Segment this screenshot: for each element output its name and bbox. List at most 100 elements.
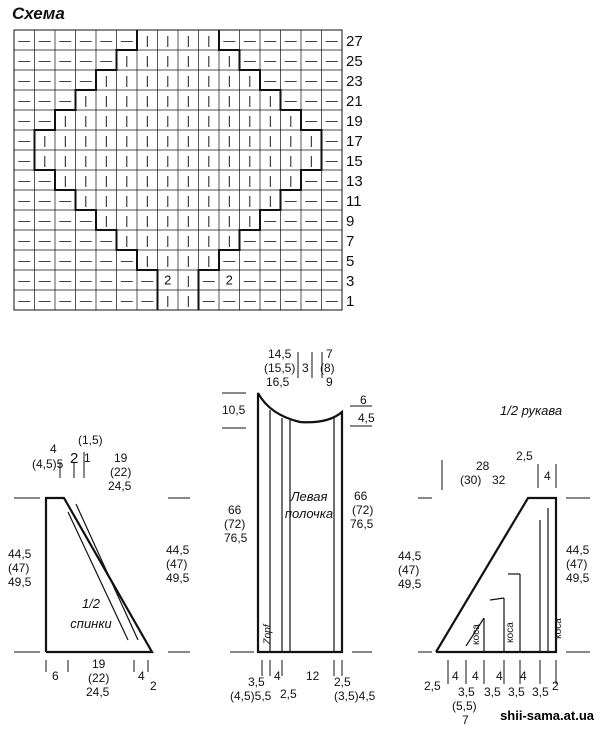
front-piece — [222, 352, 372, 676]
sleeve-right-height-2: (47) — [566, 557, 588, 571]
stitch-cell: | — [269, 94, 272, 108]
stitch-cell: — — [264, 234, 276, 248]
stitch-cell: | — [310, 154, 313, 168]
front-top-15-5: (15,5) — [264, 361, 296, 375]
stitch-cell: | — [228, 94, 231, 108]
stitch-cell: | — [248, 114, 251, 128]
front-bottom-3-5-4-5: (3,5)4,5 — [334, 689, 376, 703]
sleeve-bottom-2-5: 2,5 — [424, 679, 441, 693]
stitch-cell: | — [43, 154, 46, 168]
stitch-cell: | — [166, 94, 169, 108]
stitch-cell: — — [121, 34, 133, 48]
stitch-cell: | — [105, 194, 108, 208]
stitch-cell: | — [248, 74, 251, 88]
front-left-height-3: 76,5 — [224, 531, 248, 545]
front-top-9: 9 — [326, 375, 333, 389]
front-bottom-2-5b: 2,5 — [334, 675, 351, 689]
chart-title: Схема — [12, 4, 65, 23]
stitch-cell: — — [80, 254, 92, 268]
stitch-cell: — — [285, 54, 297, 68]
front-top-8: (8) — [320, 361, 335, 375]
stitch-cell: — — [100, 274, 112, 288]
back-top-label-19: 19 — [114, 451, 128, 465]
stitch-cell: — — [305, 294, 317, 308]
stitch-cell: | — [207, 34, 210, 48]
stitch-cell: | — [187, 234, 190, 248]
stitch-cell: | — [125, 194, 128, 208]
sleeve-bottom-3-5b: 3,5 — [484, 685, 501, 699]
stitch-cell: — — [305, 254, 317, 268]
stitch-cell: | — [64, 154, 67, 168]
stitch-cell: | — [228, 154, 231, 168]
stitch-cell: | — [207, 194, 210, 208]
diamond-outline-left — [33, 30, 159, 310]
stitch-cell: — — [80, 54, 92, 68]
stitch-cell: | — [125, 54, 128, 68]
sleeve-bottom-5-5: (5,5) — [452, 699, 477, 713]
row-number: 23 — [346, 73, 363, 90]
stitch-cell: — — [39, 294, 51, 308]
sleeve-kosa-3: коса — [552, 618, 564, 639]
stitch-cell: — — [264, 274, 276, 288]
stitch-cell: | — [207, 174, 210, 188]
stitch-cell: — — [326, 254, 338, 268]
sleeve-bottom-7: 7 — [462, 713, 469, 727]
stitch-cell: — — [305, 94, 317, 108]
stitch-cell: | — [105, 214, 108, 228]
stitch-cell: | — [146, 34, 149, 48]
stitch-cell: — — [18, 274, 30, 288]
stitch-cell: — — [18, 54, 30, 68]
stitch-cell: | — [187, 54, 190, 68]
stitch-cell: — — [305, 54, 317, 68]
stitch-cell: — — [285, 234, 297, 248]
stitch-cell: — — [326, 174, 338, 188]
front-top-14-5: 14,5 — [268, 347, 292, 361]
stitch-cell: — — [39, 194, 51, 208]
sleeve-bottom-4c: 4 — [496, 669, 503, 683]
stitch-cell: | — [269, 154, 272, 168]
stitch-cell: — — [18, 214, 30, 228]
stitch-cell: — — [18, 34, 30, 48]
stitch-cell: | — [248, 194, 251, 208]
stitch-cell: | — [146, 114, 149, 128]
sleeve-top-30: (30) — [460, 473, 482, 487]
back-bottom-4: 4 — [138, 669, 145, 683]
stitch-cell: | — [187, 154, 190, 168]
stitch-cell: — — [264, 254, 276, 268]
stitch-cell: | — [166, 234, 169, 248]
sleeve-bottom-4d: 4 — [520, 669, 527, 683]
stitch-cell: | — [125, 214, 128, 228]
stitch-cell: — — [80, 234, 92, 248]
stitch-cell: | — [207, 74, 210, 88]
stitch-cell: — — [18, 134, 30, 148]
stitch-cell: — — [100, 54, 112, 68]
sleeve-kosa-1: коса — [470, 624, 482, 645]
diamond-outline-right — [197, 30, 323, 310]
stitch-cell: — — [326, 134, 338, 148]
sleeve-piece-label: 1/2 рукава — [500, 403, 563, 418]
stitch-cell: | — [187, 254, 190, 268]
row-number: 7 — [346, 233, 354, 250]
stitch-cell: | — [84, 154, 87, 168]
stitch-cell: — — [305, 74, 317, 88]
stitch-cell: | — [248, 154, 251, 168]
stitch-cell: | — [146, 214, 149, 228]
stitch-cell: | — [146, 234, 149, 248]
stitch-cell: | — [207, 234, 210, 248]
stitch-cell: 2 — [164, 273, 171, 288]
stitch-cell: | — [187, 74, 190, 88]
stitch-cell: — — [59, 294, 71, 308]
back-top-label-24-5: 24,5 — [108, 479, 132, 493]
stitch-cell: — — [141, 274, 153, 288]
sleeve-top-28: 28 — [476, 459, 490, 473]
stitch-cell: — — [326, 94, 338, 108]
stitch-cell: — — [264, 294, 276, 308]
stitch-cell: | — [125, 234, 128, 248]
front-top-16-5: 16,5 — [266, 375, 290, 389]
back-piece — [14, 452, 190, 672]
back-left-height-1: 44,5 — [8, 547, 32, 561]
stitch-cell: — — [100, 234, 112, 248]
stitch-cell: — — [100, 34, 112, 48]
stitch-cell: | — [166, 214, 169, 228]
stitch-cell: | — [228, 174, 231, 188]
